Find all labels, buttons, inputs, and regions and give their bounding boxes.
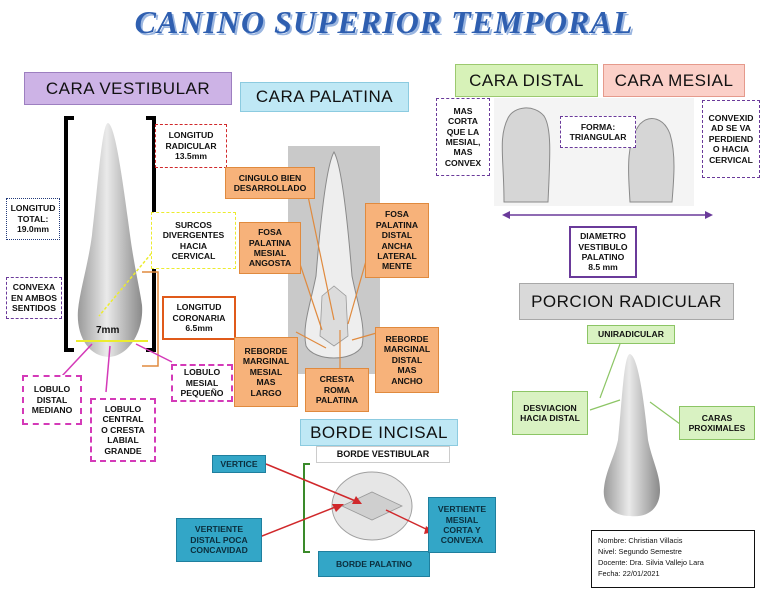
crown-width-line xyxy=(76,340,148,342)
label-surcos-divergentes: SURCOS DIVERGENTES HACIA CERVICAL xyxy=(151,212,236,269)
info-fecha: Fecha: 22/01/2021 xyxy=(598,569,660,579)
author-info-box: Nombre: Christian Villacis Nivel: Segund… xyxy=(591,530,755,588)
label-fosa-palatina-mesial: FOSA PALATINA MESIAL ANGOSTA xyxy=(239,222,301,274)
crown-width-label: 7mm xyxy=(96,325,120,336)
label-fosa-palatina-distal: FOSA PALATINA DISTAL ANCHA LATERAL MENTE xyxy=(365,203,429,278)
label-caras-proximales: CARAS PROXIMALES xyxy=(679,406,755,440)
diameter-arrow xyxy=(502,211,713,219)
label-mas-corta: MAS CORTA QUE LA MESIAL, MAS CONVEX xyxy=(436,98,490,176)
header-porcion-radicular: PORCION RADICULAR xyxy=(519,283,734,320)
coronal-length-bracket xyxy=(142,271,159,367)
info-nivel: Nivel: Segundo Semestre xyxy=(598,547,682,557)
proximal-teeth-illustration xyxy=(494,98,694,206)
radicular-pointer-lines xyxy=(589,343,681,425)
page-title: CANINO SUPERIOR TEMPORAL xyxy=(134,4,634,40)
vestibular-tooth-illustration xyxy=(77,123,143,357)
label-desviacion-distal: DESVIACION HACIA DISTAL xyxy=(512,391,588,435)
label-longitud-radicular: LONGITUD RADICULAR 13.5mm xyxy=(155,124,227,168)
header-cara-vestibular: CARA VESTIBULAR xyxy=(24,72,232,105)
label-lobulo-distal: LOBULO DISTAL MEDIANO xyxy=(22,375,82,425)
header-cara-palatina: CARA PALATINA xyxy=(240,82,409,112)
label-borde-palatino: BORDE PALATINO xyxy=(318,551,430,577)
info-nombre: Nombre: Christian Villacis xyxy=(598,536,683,545)
radicular-tooth-illustration xyxy=(603,354,660,517)
label-cingulo: CINGULO BIEN DESARROLLADO xyxy=(225,167,315,199)
label-cresta-roma: CRESTA ROMA PALATINA xyxy=(305,368,369,412)
label-longitud-total: LONGITUD TOTAL: 19.0mm xyxy=(6,198,60,240)
label-vertiente-mesial: VERTIENTE MESIAL CORTA Y CONVEXA xyxy=(428,497,496,553)
grooves-guide-line xyxy=(98,241,162,317)
header-borde-incisal: BORDE INCISAL xyxy=(300,419,458,446)
incisal-bracket-and-arrows xyxy=(251,463,434,553)
header-cara-mesial: CARA MESIAL xyxy=(603,64,745,97)
label-lobulo-central: LOBULO CENTRAL O CRESTA LABIAL GRANDE xyxy=(90,398,156,462)
label-convexidad: CONVEXID AD SE VA PERDIEND O HACIA CERVI… xyxy=(702,100,760,178)
label-longitud-coronaria: LONGITUD CORONARIA 6.5mm xyxy=(162,296,236,340)
label-convexa: CONVEXA EN AMBOS SENTIDOS xyxy=(6,277,62,319)
header-cara-distal: CARA DISTAL xyxy=(455,64,598,97)
label-reborde-marginal-mesial: REBORDE MARGINAL MESIAL MAS LARGO xyxy=(234,337,298,407)
label-vertiente-distal: VERTIENTE DISTAL POCA CONCAVIDAD xyxy=(176,518,262,562)
info-docente: Docente: Dra. Silvia Vallejo Lara xyxy=(598,558,704,568)
label-diametro-vestibulo-palatino: DIAMETRO VESTIBULO PALATINO 8.5 mm xyxy=(569,226,637,278)
label-forma-triangular: FORMA: TRIANGULAR xyxy=(560,116,636,148)
label-borde-vestibular: BORDE VESTIBULAR xyxy=(316,446,450,463)
label-lobulo-mesial: LOBULO MESIAL PEQUEÑO xyxy=(171,364,233,402)
lobe-pointer-lines xyxy=(61,343,173,393)
label-vertice: VERTICE xyxy=(212,455,266,473)
label-uniradicular: UNIRADICULAR xyxy=(587,325,675,344)
label-reborde-marginal-distal: REBORDE MARGINAL DISTAL MAS ANCHO xyxy=(375,327,439,393)
